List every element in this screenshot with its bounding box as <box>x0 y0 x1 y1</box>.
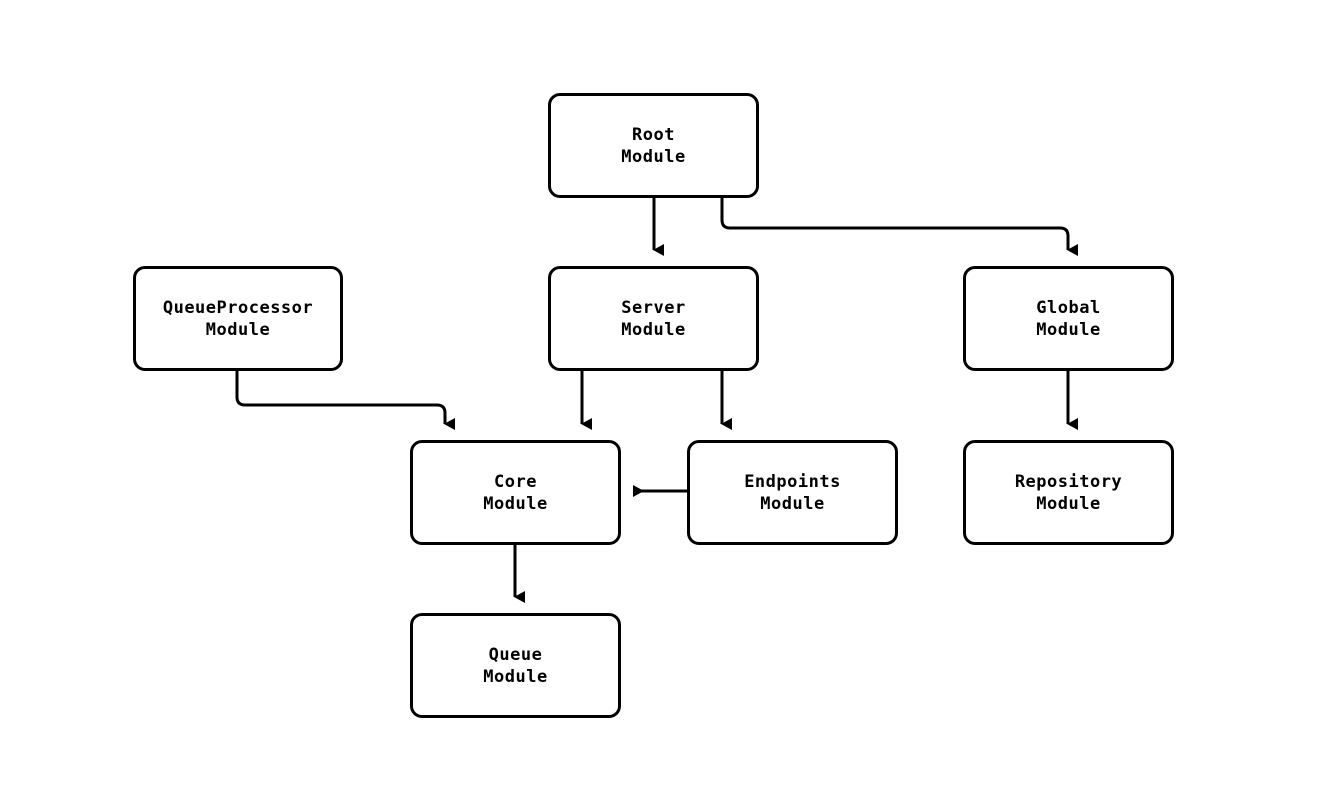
edge-root-to-global <box>720 198 1078 256</box>
node-server-module[interactable]: Server Module <box>548 266 759 371</box>
node-global-module-label: Global Module <box>1036 297 1101 340</box>
node-queue-module-label: Queue Module <box>483 644 548 687</box>
node-repository-module-label: Repository Module <box>1014 471 1123 514</box>
node-root-module-label: Root Module <box>621 124 686 167</box>
node-queueprocessor-module-label: QueueProcessor Module <box>162 297 314 340</box>
edge-queueprocessor-to-core <box>235 371 455 430</box>
node-repository-module[interactable]: Repository Module <box>963 440 1174 545</box>
node-root-module[interactable]: Root Module <box>548 93 759 198</box>
node-core-module-label: Core Module <box>483 471 548 514</box>
node-core-module[interactable]: Core Module <box>410 440 621 545</box>
node-endpoints-module[interactable]: Endpoints Module <box>687 440 898 545</box>
node-endpoints-module-label: Endpoints Module <box>744 471 841 514</box>
node-server-module-label: Server Module <box>621 297 686 340</box>
node-queue-module[interactable]: Queue Module <box>410 613 621 718</box>
node-global-module[interactable]: Global Module <box>963 266 1174 371</box>
node-queueprocessor-module[interactable]: QueueProcessor Module <box>133 266 343 371</box>
